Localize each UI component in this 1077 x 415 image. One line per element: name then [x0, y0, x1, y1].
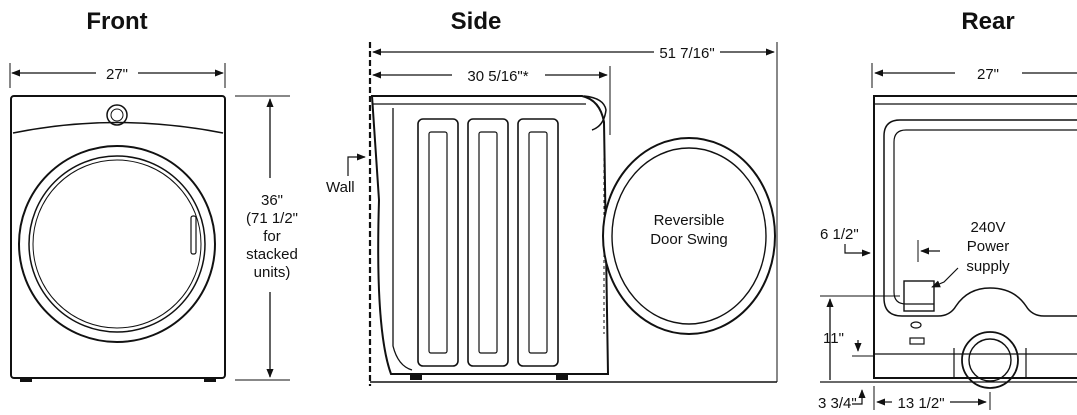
side-title: Side — [451, 8, 502, 35]
vent-height-label: 11" — [823, 330, 844, 347]
front-foot-right — [204, 378, 216, 382]
side-panel-2 — [467, 118, 509, 367]
front-door-handle — [190, 215, 197, 255]
power-label-line-2: Power — [967, 238, 1010, 255]
wall-label: Wall — [326, 179, 355, 196]
side-overall-depth-label: 51 7/16" — [659, 45, 714, 62]
front-height-line-4: stacked — [246, 246, 298, 263]
side-rear-contour — [392, 108, 413, 371]
rear-view: Rear 27" 240V Power supply 6 1/2" 1 — [818, 8, 1077, 412]
door-swing-line-1: Reversible — [654, 212, 725, 229]
side-panel-2-inner — [478, 131, 498, 354]
front-title: Front — [86, 8, 147, 35]
side-foot-front — [556, 374, 568, 380]
front-knob-inner — [110, 108, 124, 122]
front-cabinet — [10, 95, 226, 379]
vent-offset-label: 13 1/2" — [897, 395, 944, 412]
front-door-glass — [32, 159, 202, 329]
front-height-line-5: units) — [254, 264, 291, 281]
side-view: Side Wall 51 7/16" 30 5/16"* — [326, 8, 778, 386]
side-cabinet-depth-label: 30 5/16"* — [467, 68, 528, 85]
side-panel-1 — [417, 118, 459, 367]
front-door-window — [28, 155, 206, 333]
side-foot-rear — [410, 374, 422, 380]
wall-pointer — [347, 153, 366, 176]
power-offset-label: 6 1/2" — [820, 226, 859, 243]
door-swing-outer — [602, 137, 776, 335]
rear-port — [910, 321, 922, 329]
front-console-line — [12, 121, 224, 134]
front-door-outer-ring — [18, 145, 216, 343]
side-panel-3 — [517, 118, 559, 367]
side-cabinet-body — [370, 95, 610, 375]
power-supply-box — [903, 280, 935, 312]
vent-housing — [953, 348, 1027, 378]
side-panel-3-inner — [528, 131, 548, 354]
side-knob-profile — [583, 95, 607, 131]
front-foot-left — [20, 378, 32, 382]
rear-panel-outline — [883, 119, 1077, 317]
side-panel-1-inner — [428, 131, 448, 354]
door-swing-line-2: Door Swing — [650, 231, 728, 248]
rear-panel-inner — [893, 129, 1077, 305]
rear-terminal — [909, 337, 925, 345]
rear-width-label: 27" — [977, 66, 999, 83]
power-offset-arrow-left — [844, 244, 871, 257]
floor-clearance-arrow — [852, 389, 866, 405]
power-label-line-3: supply — [966, 258, 1010, 275]
rear-title: Rear — [961, 8, 1014, 35]
front-height-line-1: 36" — [261, 192, 283, 209]
vent-inner — [968, 338, 1012, 382]
vent-outer — [961, 331, 1019, 389]
front-height-line-3: for — [263, 228, 281, 245]
floor-clearance-label: 3 3/4" — [818, 395, 857, 412]
front-height-line-2: (71 1/2" — [246, 210, 298, 227]
power-label-line-1: 240V — [970, 219, 1005, 236]
front-view: Front 27" 36" (71 1/2" for stacked units… — [9, 8, 298, 382]
power-pointer — [931, 267, 959, 288]
front-width-label: 27" — [106, 66, 128, 83]
front-control-knob — [106, 104, 128, 126]
door-swing-inner — [611, 147, 767, 325]
